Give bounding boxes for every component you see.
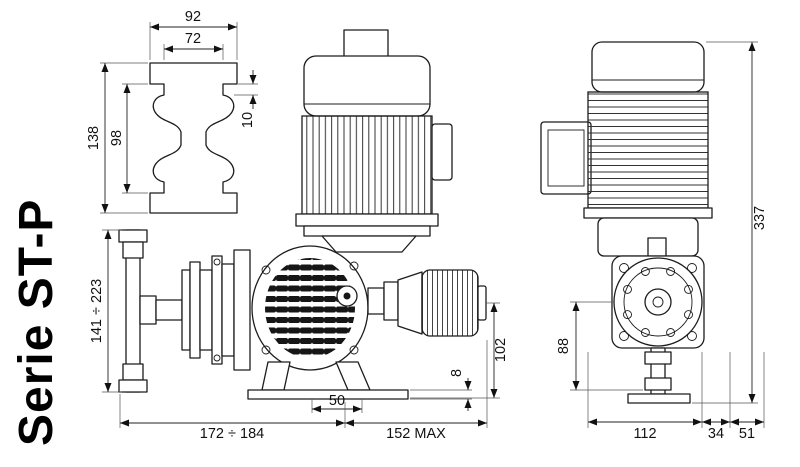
plate-5 bbox=[221, 263, 235, 357]
flange-bolt-4 bbox=[687, 331, 697, 341]
plate-3 bbox=[199, 269, 213, 351]
base-plate bbox=[247, 389, 409, 400]
fan-cowl-end bbox=[591, 41, 705, 93]
head-bolt-7 bbox=[666, 267, 676, 276]
bracket-height-outer-label: 138 bbox=[86, 126, 102, 150]
end-overall-height-label: 337 bbox=[752, 206, 768, 230]
body-bolt-1 bbox=[261, 265, 271, 275]
head-bolt-4 bbox=[623, 310, 632, 320]
injector-knob bbox=[421, 269, 479, 337]
mid-connector-nut bbox=[139, 295, 157, 325]
bracket-ext-height-inner bbox=[122, 83, 148, 194]
side-overall-length-label: 172 ÷ 184 bbox=[200, 426, 264, 442]
head-bolt-6 bbox=[640, 267, 650, 276]
flange-bolt-3 bbox=[619, 331, 629, 341]
head-center-ring bbox=[652, 296, 664, 308]
motor-fins bbox=[301, 115, 433, 215]
valve-pipe-assembly bbox=[118, 229, 183, 393]
injector-collar bbox=[383, 281, 399, 321]
side-foot-span-label: 50 bbox=[329, 393, 345, 409]
motor-flange-end bbox=[583, 207, 713, 219]
base-leg-right bbox=[335, 361, 371, 391]
body-bolt-3 bbox=[261, 345, 271, 355]
body-bolt-2 bbox=[349, 261, 359, 271]
side-axis-height-label: 102 bbox=[493, 338, 509, 362]
bracket-height-inner-label: 98 bbox=[109, 130, 125, 146]
mid-connector-tube bbox=[155, 299, 183, 321]
bracket-width-outer-label: 92 bbox=[185, 9, 201, 25]
bracket-outline bbox=[149, 62, 238, 214]
end-flange-width-label: 34 bbox=[708, 426, 724, 442]
pump-head-end bbox=[611, 255, 705, 349]
injector-assembly bbox=[367, 269, 487, 337]
pipe-fitting-lower bbox=[644, 377, 672, 391]
terminal-box-end bbox=[540, 121, 592, 195]
motor-side bbox=[295, 29, 453, 253]
terminal-box-lid bbox=[547, 129, 585, 187]
base-plate-end bbox=[627, 393, 691, 404]
plate-bolt-bottom bbox=[213, 354, 221, 362]
pump-body bbox=[251, 245, 369, 371]
flange-bolt-1 bbox=[619, 263, 629, 273]
head-circle-ring bbox=[623, 267, 693, 337]
pipe-fitting-upper bbox=[644, 351, 672, 365]
motor-flange bbox=[295, 213, 439, 227]
top-valve-body bbox=[122, 241, 144, 259]
injector-neck bbox=[367, 287, 385, 315]
base-leg-left bbox=[261, 361, 291, 391]
side-ext-valve-span bbox=[102, 229, 122, 393]
pump-boss-dot bbox=[343, 292, 351, 300]
plate-4 bbox=[211, 255, 223, 365]
side-view: 141 ÷ 223 50 172 ÷ 184 152 MAX 102 8 bbox=[89, 29, 509, 442]
flange-bolt-2 bbox=[687, 263, 697, 273]
plate-6 bbox=[233, 249, 251, 371]
head-bolt-8 bbox=[684, 284, 693, 294]
bracket-ext-slot bbox=[234, 83, 258, 96]
injector-tip bbox=[477, 285, 487, 321]
side-ext-base-thickness bbox=[410, 389, 472, 400]
plate-1 bbox=[181, 269, 191, 351]
plate-2 bbox=[189, 261, 201, 359]
head-bolt-1 bbox=[684, 310, 693, 320]
motor-adapter-ring bbox=[303, 225, 431, 237]
motor-end bbox=[540, 41, 713, 257]
motor-fins-end bbox=[587, 91, 709, 209]
side-valve-span-label: 141 ÷ 223 bbox=[89, 279, 105, 343]
head-plate-stack bbox=[181, 249, 251, 371]
bracket-slot-label: 10 bbox=[240, 112, 256, 128]
head-bolt-3 bbox=[640, 328, 650, 337]
pump-louvers bbox=[265, 258, 355, 358]
end-view: 337 88 112 34 51 bbox=[540, 41, 768, 442]
pump-base bbox=[247, 361, 409, 400]
end-motor-width-label: 112 bbox=[633, 426, 656, 442]
side-max-length-label: 152 MAX bbox=[386, 426, 446, 442]
top-fitting-end bbox=[647, 237, 667, 257]
top-valve-nut bbox=[118, 229, 148, 243]
bottom-valve-body bbox=[122, 363, 144, 381]
plate-bolt-top bbox=[213, 258, 221, 266]
end-suction-height-label: 88 bbox=[556, 338, 572, 354]
fan-cowl bbox=[303, 55, 431, 117]
head-bolt-5 bbox=[623, 284, 632, 294]
terminal-box bbox=[431, 123, 453, 181]
end-ext-bottom bbox=[587, 352, 765, 428]
head-center-hole bbox=[644, 288, 672, 316]
end-head-width-label: 51 bbox=[739, 426, 755, 442]
bracket-width-inner-label: 72 bbox=[185, 31, 201, 47]
bottom-valve-nut bbox=[118, 379, 148, 393]
motor-top-cap bbox=[343, 29, 389, 59]
injector-cone bbox=[397, 271, 423, 335]
body-bolt-4 bbox=[349, 345, 359, 355]
series-title: Serie ST-P bbox=[10, 199, 63, 446]
side-base-thickness-label: 8 bbox=[449, 369, 465, 377]
suction-pipe-end bbox=[627, 347, 691, 404]
bracket-view: 92 72 138 98 10 bbox=[86, 9, 258, 214]
head-bolt-2 bbox=[666, 328, 676, 337]
motor-adapter bbox=[321, 235, 417, 253]
